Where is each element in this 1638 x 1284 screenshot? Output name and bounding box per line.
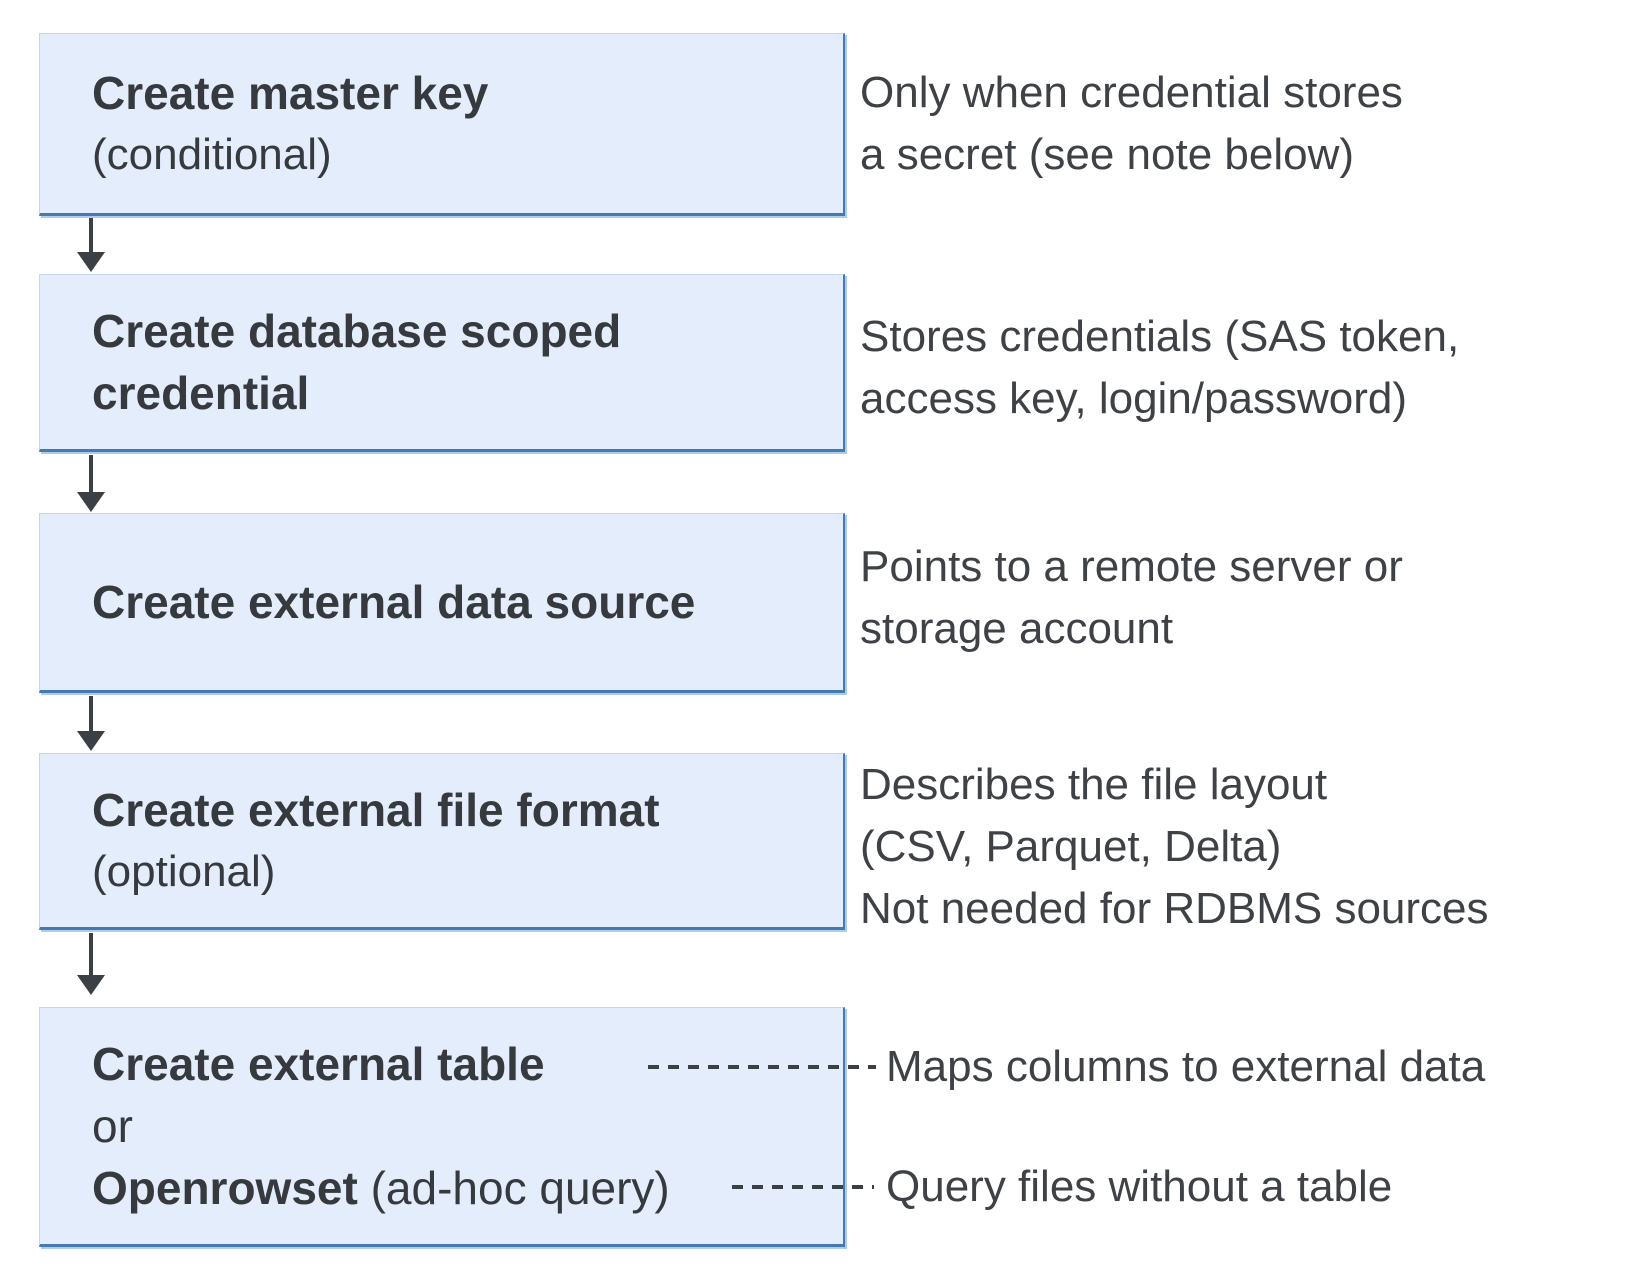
arrow-head xyxy=(77,731,105,751)
note-master-key: Only when credential stores a secret (se… xyxy=(860,62,1403,186)
note-line: (CSV, Parquet, Delta) xyxy=(860,822,1282,871)
note-file-format: Describes the file layout (CSV, Parquet,… xyxy=(860,754,1489,940)
arrow-shaft xyxy=(89,218,93,252)
arrow-head xyxy=(77,252,105,272)
down-arrow-icon xyxy=(77,455,105,512)
note-line: Describes the file layout xyxy=(860,760,1328,809)
flow-box-data-source: Create external data source xyxy=(39,513,845,693)
note-line: access key, login/password) xyxy=(860,374,1407,423)
external-table-label: Create external table xyxy=(92,1038,545,1090)
box-title: Create external file format xyxy=(92,783,660,836)
arrow-shaft xyxy=(89,696,93,731)
box-title: Create database scoped credential xyxy=(92,305,622,419)
note-line: Not needed for RDBMS sources xyxy=(860,884,1489,933)
openrowset-line: Openrowset (ad-hoc query) xyxy=(92,1157,815,1219)
flow-box-scoped-credential: Create database scoped credential xyxy=(39,274,845,452)
box-title: Create external table xyxy=(92,1033,815,1095)
note-line: Points to a remote server or xyxy=(860,542,1403,591)
note-scoped-credential: Stores credentials (SAS token, access ke… xyxy=(860,306,1459,430)
arrow-shaft xyxy=(89,933,93,975)
note-line: Only when credential stores xyxy=(860,68,1403,117)
note-line: Stores credentials (SAS token, xyxy=(860,312,1460,361)
openrowset-label: Openrowset xyxy=(92,1162,358,1214)
down-arrow-icon xyxy=(77,696,105,751)
note-openrowset: Query files without a table xyxy=(886,1162,1393,1211)
box-title: Create master key xyxy=(92,66,489,119)
note-line: storage account xyxy=(860,604,1174,653)
flow-box-external-table: Create external table or Openrowset (ad-… xyxy=(39,1007,845,1247)
dash-connector-external-table xyxy=(648,1065,876,1069)
or-label: or xyxy=(92,1100,133,1152)
flow-box-master-key: Create master key (conditional) xyxy=(39,33,845,216)
down-arrow-icon xyxy=(77,933,105,995)
arrow-head xyxy=(77,975,105,995)
box-title: Create external data source xyxy=(92,576,696,628)
arrow-head xyxy=(77,492,105,512)
arrow-shaft xyxy=(89,455,93,492)
note-line: a secret (see note below) xyxy=(860,130,1355,179)
flow-box-file-format: Create external file format (optional) xyxy=(39,753,845,930)
dash-connector-openrowset xyxy=(732,1185,874,1189)
note-data-source: Points to a remote server or storage acc… xyxy=(860,536,1403,660)
note-external-table: Maps columns to external data xyxy=(886,1042,1486,1091)
openrowset-suffix: (ad-hoc query) xyxy=(357,1162,670,1214)
down-arrow-icon xyxy=(77,218,105,272)
box-subtitle: (conditional) xyxy=(92,129,332,179)
box-subtitle: (optional) xyxy=(92,846,276,896)
